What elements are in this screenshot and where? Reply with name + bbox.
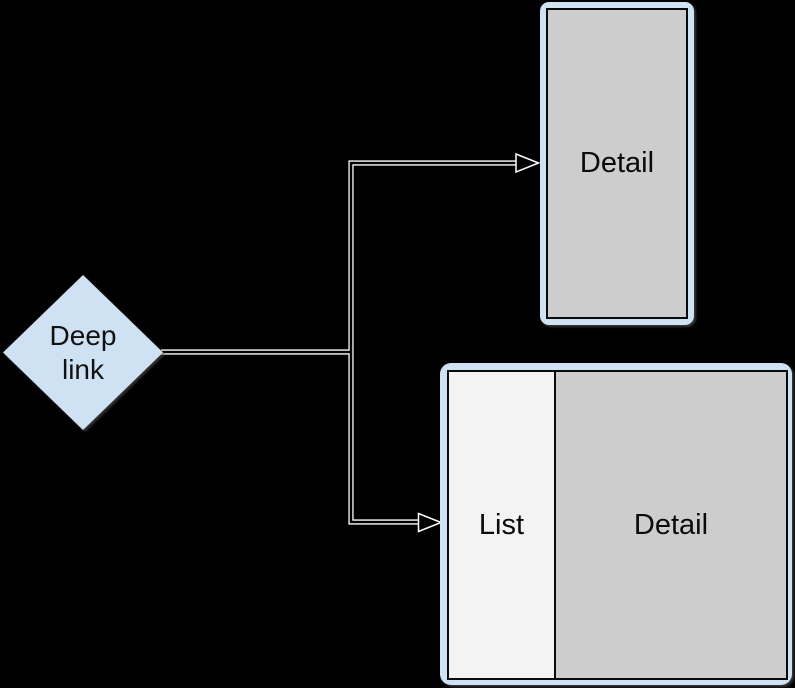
tablet-node: List Detail bbox=[440, 363, 792, 685]
tablet-list-pane: List bbox=[449, 372, 556, 678]
phone-detail-pane: Detail bbox=[546, 8, 688, 319]
tablet-list-label: List bbox=[478, 508, 525, 541]
tablet-detail-pane: Detail bbox=[556, 372, 786, 678]
arrowhead-to-phone-icon bbox=[515, 152, 541, 174]
phone-detail-label: Detail bbox=[579, 147, 655, 179]
tablet-detail-label: Detail bbox=[633, 508, 709, 541]
phone-node: Detail bbox=[540, 2, 694, 325]
deep-link-label: Deep link bbox=[49, 319, 117, 385]
tablet-screen: List Detail bbox=[447, 370, 788, 680]
deep-link-diamond: Deep link bbox=[3, 275, 163, 430]
arrowhead-to-tablet-icon bbox=[417, 512, 444, 533]
deep-link-node: Deep link bbox=[3, 275, 163, 430]
